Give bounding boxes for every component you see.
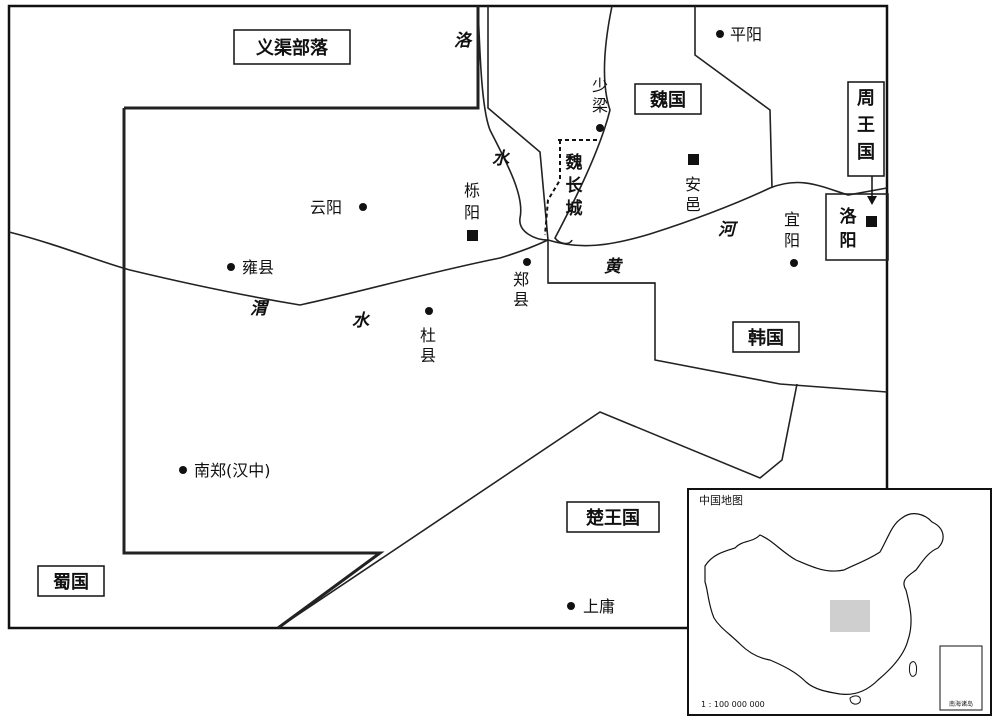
city-markers — [179, 30, 877, 610]
wei-east-border — [694, 6, 773, 189]
city-yueyang: 栎阳 — [464, 181, 480, 222]
dot-shangyong — [567, 602, 575, 610]
south-sea-box — [939, 645, 983, 711]
river-he: 河 — [718, 220, 739, 240]
yellow-north — [554, 5, 613, 245]
city-pingyang: 平阳 — [730, 25, 762, 44]
huang-he — [547, 181, 888, 247]
taiwan-island — [909, 661, 917, 677]
city-anyi: 安邑 — [685, 175, 701, 214]
city-nanzheng: 南郑(汉中) — [194, 461, 271, 480]
city-luoyang: 洛阳 — [840, 206, 858, 251]
region-wei: 魏国 — [649, 89, 686, 111]
city-labels: 平阳 少梁 安邑 云阳 栎阳 雍县 郑县 杜县 宜阳 洛阳 南郑(汉中) 上庸 — [194, 25, 858, 616]
dot-yunyang — [359, 203, 367, 211]
capital-luoyang — [866, 216, 877, 227]
inset-title: 中国地图 — [699, 494, 743, 507]
china-outline — [704, 513, 944, 695]
boundaries — [122, 6, 889, 630]
dot-shaoliang — [596, 124, 604, 132]
region-shu: 蜀国 — [53, 572, 89, 593]
highlight-area — [830, 600, 870, 632]
capital-anyi — [688, 154, 699, 165]
wei-wall-label: 魏长城 — [565, 152, 584, 219]
city-shaoliang: 少梁 — [592, 76, 608, 115]
dot-yongxian — [227, 263, 235, 271]
city-shangyong: 上庸 — [583, 597, 615, 616]
city-yunyang: 云阳 — [310, 198, 342, 217]
city-yongxian: 雍县 — [242, 258, 274, 277]
city-zhengxian: 郑县 — [513, 270, 529, 309]
inset-map: 中国地图 南海诸岛 1 : 100 000 000 — [687, 488, 992, 716]
dot-nanzheng — [179, 466, 187, 474]
region-yiqu: 义渠部落 — [256, 37, 329, 59]
han-south-border — [277, 383, 798, 629]
region-labels: 义渠部落 魏国 周王国 韩国 楚王国 蜀国 — [37, 29, 885, 597]
dot-zhengxian — [523, 258, 531, 266]
river-luo: 洛 — [454, 31, 473, 51]
city-duxian: 杜县 — [420, 326, 436, 365]
dot-yiyang — [790, 259, 798, 267]
hainan-island — [849, 695, 861, 705]
river-labels: 洛 水 渭 水 黄 河 — [250, 31, 739, 331]
river-huang: 黄 — [604, 257, 624, 277]
rivers — [8, 5, 888, 306]
river-wei-shui: 水 — [352, 311, 371, 331]
region-zhou: 周王国 — [857, 88, 875, 163]
capital-yueyang — [467, 230, 478, 241]
wei-river — [8, 231, 549, 306]
river-wei: 渭 — [250, 299, 270, 319]
city-yiyang: 宜阳 — [784, 210, 800, 250]
region-han: 韩国 — [748, 327, 784, 349]
river-luo-shui: 水 — [492, 149, 511, 169]
dot-pingyang — [716, 30, 724, 38]
luo-river — [477, 5, 549, 241]
dot-duxian — [425, 307, 433, 315]
wei-great-wall — [544, 139, 600, 236]
region-chu: 楚王国 — [586, 507, 640, 529]
south-sea-label: 南海诸岛 — [949, 700, 973, 708]
zhou-arrowhead — [867, 196, 877, 205]
inset-scale: 1 : 100 000 000 — [701, 700, 765, 709]
